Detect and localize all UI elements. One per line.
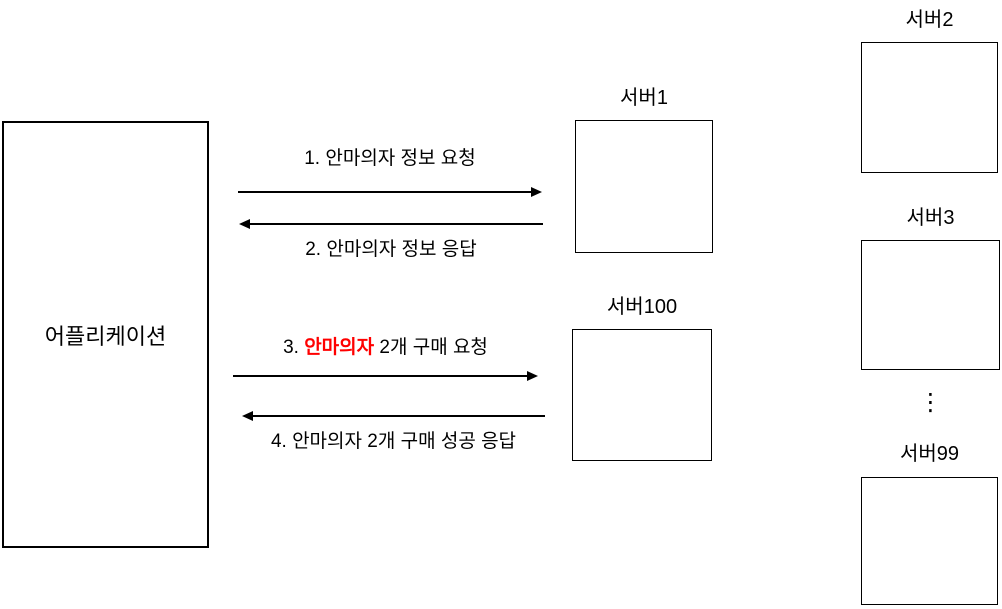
message3-prefix: 3.	[283, 337, 305, 358]
message3-suffix: 2개 구매 요청	[374, 337, 488, 358]
arrow-shaft	[233, 375, 529, 377]
arrowhead-left-icon	[242, 411, 253, 421]
message3-label: 3. 안마의자 2개 구매 요청	[233, 336, 538, 359]
server100-box	[572, 329, 712, 461]
message2-arrow-left	[239, 219, 543, 229]
message1-label: 1. 안마의자 정보 요청	[304, 148, 476, 169]
message2-label: 2. 안마의자 정보 응답	[305, 239, 477, 260]
server100-label: 서버100	[606, 296, 678, 318]
server99-box	[861, 477, 998, 605]
arrow-shaft	[251, 415, 545, 417]
application-label: 어플리케이션	[44, 323, 167, 349]
server99-label: 서버99	[899, 443, 960, 465]
server3-label: 서버3	[906, 207, 955, 229]
server2-label: 서버2	[905, 9, 954, 31]
application-box: 어플리케이션	[2, 121, 209, 548]
message4-label: 4. 안마의자 2개 구매 성공 응답	[270, 431, 517, 452]
server1-label: 서버1	[620, 87, 668, 109]
message3-highlight: 안마의자	[304, 337, 375, 358]
arrowhead-left-icon	[239, 219, 250, 229]
message1-arrow-right	[238, 187, 542, 197]
arrow-shaft	[248, 223, 543, 225]
arrow-shaft	[238, 191, 533, 193]
server1-box	[575, 120, 713, 253]
arrowhead-right-icon	[531, 187, 542, 197]
server3-box	[861, 240, 1000, 370]
message4-arrow-left	[242, 411, 545, 421]
arrowhead-right-icon	[527, 371, 538, 381]
servers-ellipsis: ⋮	[918, 389, 943, 416]
server2-box	[861, 42, 998, 173]
message3-arrow-right	[233, 371, 538, 381]
